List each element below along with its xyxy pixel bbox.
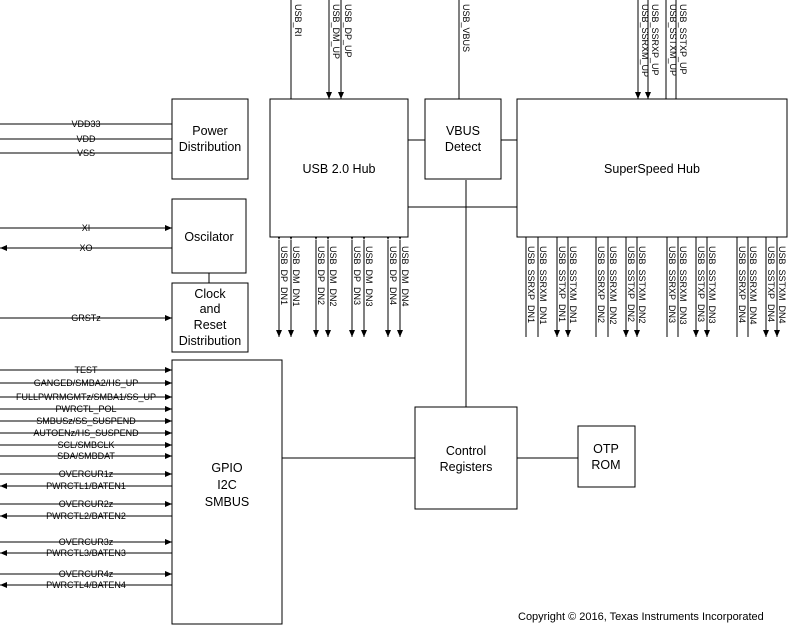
power-block-label-1: Power (192, 124, 227, 138)
usb-sstxm-up-label: USB_SSTXM_UP (668, 4, 678, 76)
control-label-2: Registers (440, 460, 493, 474)
overcur3z-label: OVERCUR3z (59, 537, 114, 547)
xo-label: XO (79, 243, 92, 253)
overcur1z-label: OVERCUR1z (59, 469, 114, 479)
usb-ssrxm-dn2-label: USB_SSRXM_DN2 (608, 246, 618, 325)
usb-dm-up-label: USB_DM_UP (331, 4, 341, 59)
usb-ssrxm-dn4-label: USB_SSRXM_DN4 (748, 246, 758, 325)
xi-label: XI (82, 223, 91, 233)
usb-sstxp-dn4-label: USB_SSTXP_DN4 (766, 246, 776, 322)
vdd33-label: VDD33 (71, 119, 100, 129)
gpio-label-1: GPIO (211, 461, 243, 475)
usb-ssrxp-dn1-label: USB_SSRXP_DN1 (526, 246, 536, 323)
pwrctl4-baten4-label: PWRCTL4/BATEN4 (46, 580, 126, 590)
usb-dp-up-label: USB_DP_UP (343, 4, 353, 58)
test-label: TEST (74, 365, 98, 375)
connection-wires (208, 139, 578, 459)
usb-dm-dn2-label: USB_DM_DN2 (328, 246, 338, 307)
usb2-hub-block: USB 2.0 Hub (269, 98, 409, 238)
usb-sstxm-dn3-label: USB_SSTXM_DN3 (707, 246, 717, 324)
usb-dp-dn3-label: USB_DP_DN3 (352, 246, 362, 305)
usb-ri-label: USB_RI (293, 4, 303, 37)
usb-dm-dn4-label: USB_DM_DN4 (400, 246, 410, 307)
usb-ssrxp-dn3-label: USB_SSRXP_DN3 (667, 246, 677, 323)
usb-ssrxp-up-label: USB_SSRXP_UP (650, 4, 660, 76)
usb-ssrxm-dn3-label: USB_SSRXM_DN3 (678, 246, 688, 325)
usb-ssrxp-dn2-label: USB_SSRXP_DN2 (596, 246, 606, 323)
usb-dm-dn1-label: USB_DM_DN1 (291, 246, 301, 307)
grstz-label: GRSTz (71, 313, 101, 323)
usb-ssrxm-up-label: USB_SSRXM_UP (640, 4, 650, 77)
pwrctl1-baten1-label: PWRCTL1/BATEN1 (46, 481, 126, 491)
otp-label-2: ROM (591, 458, 620, 472)
ganged-smba2-hs-up-label: GANGED/SMBA2/HS_UP (34, 378, 139, 388)
scl-smbclk-label: SCL/SMBCLK (57, 440, 114, 450)
control-label-1: Control (446, 444, 486, 458)
vbus-label-2: Detect (445, 140, 482, 154)
usb-sstxm-dn2-label: USB_SSTXM_DN2 (637, 246, 647, 324)
usb-dp-dn2-label: USB_DP_DN2 (316, 246, 326, 305)
vbus-detect-block: VBUS Detect (424, 98, 502, 180)
pwrctl-pol-label: PWRCTL_POL (55, 404, 116, 414)
gpio-label-3: SMBUS (205, 495, 249, 509)
gpio-label-2: I2C (217, 478, 236, 492)
usb-sstxp-dn1-label: USB_SSTXP_DN1 (557, 246, 567, 322)
oscillator-block: Oscilator (171, 198, 247, 274)
clock-reset-block: Clock and Reset Distribution (171, 282, 249, 353)
clock-label-1: Clock (194, 287, 226, 301)
smbusz-ss-suspend-label: SMBUSz/SS_SUSPEND (36, 416, 136, 426)
clock-label-2: and (200, 302, 221, 316)
clock-label-4: Distribution (179, 334, 242, 348)
usb-ssrxp-dn4-label: USB_SSRXP_DN4 (737, 246, 747, 323)
usb-sstxp-dn3-label: USB_SSTXP_DN3 (696, 246, 706, 322)
power-distribution-block: Power Distribution (171, 98, 249, 180)
autoenz-hs-suspend-label: AUTOENz/HS_SUSPEND (33, 428, 139, 438)
superspeed-hub-label: SuperSpeed Hub (604, 162, 700, 176)
gpio-block: GPIO I2C SMBUS (171, 359, 283, 625)
copyright-notice: Copyright © 2016, Texas Instruments Inco… (518, 611, 764, 623)
otp-rom-block: OTP ROM (577, 425, 636, 488)
sda-smbdat-label: SDA/SMBDAT (57, 451, 115, 461)
usb-sstxm-dn1-label: USB_SSTXM_DN1 (568, 246, 578, 324)
usb-dm-dn3-label: USB_DM_DN3 (364, 246, 374, 307)
usb-vbus-label: USB_VBUS (461, 4, 471, 52)
superspeed-hub-block: SuperSpeed Hub (516, 98, 788, 238)
overcur4z-label: OVERCUR4z (59, 569, 114, 579)
usb-sstxm-dn4-label: USB_SSTXM_DN4 (777, 246, 787, 324)
pwrctl3-baten3-label: PWRCTL3/BATEN3 (46, 548, 126, 558)
vdd-label: VDD (76, 134, 96, 144)
otp-label-1: OTP (593, 442, 619, 456)
vss-label: VSS (77, 148, 95, 158)
pwrctl2-baten2-label: PWRCTL2/BATEN2 (46, 511, 126, 521)
usb-dp-dn4-label: USB_DP_DN4 (388, 246, 398, 305)
fullpwrmgmtz-smba1-ss-up-label: FULLPWRMGMTz/SMBA1/SS_UP (16, 392, 156, 402)
vbus-label-1: VBUS (446, 124, 480, 138)
overcur2z-label: OVERCUR2z (59, 499, 114, 509)
oscillator-label: Oscilator (184, 230, 233, 244)
control-registers-block: Control Registers (414, 406, 518, 510)
usb-dp-dn1-label: USB_DP_DN1 (279, 246, 289, 305)
power-block-label-2: Distribution (179, 140, 242, 154)
usb-ssrxm-dn1-label: USB_SSRXM_DN1 (538, 246, 548, 325)
usb-sstxp-dn2-label: USB_SSTXP_DN2 (626, 246, 636, 322)
clock-label-3: Reset (194, 318, 227, 332)
usb2-hub-label: USB 2.0 Hub (303, 162, 376, 176)
usb-sstxp-up-label: USB_SSTXP_UP (678, 4, 688, 75)
